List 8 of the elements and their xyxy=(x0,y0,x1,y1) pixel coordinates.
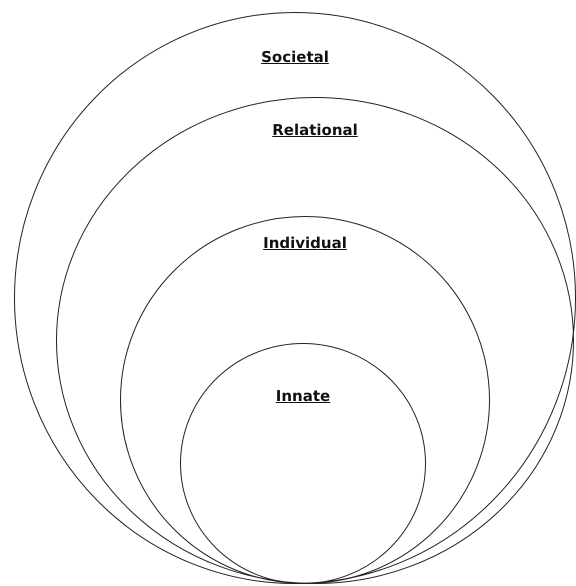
layer-ellipse xyxy=(120,216,490,584)
layer-label: Innate xyxy=(276,387,330,405)
layer-label: Individual xyxy=(263,234,347,252)
layer-label: Relational xyxy=(272,121,358,139)
layer-ellipse xyxy=(14,12,576,584)
layer-ellipse xyxy=(56,97,574,584)
layer-label: Societal xyxy=(261,48,329,66)
layer-ellipse xyxy=(180,343,426,584)
